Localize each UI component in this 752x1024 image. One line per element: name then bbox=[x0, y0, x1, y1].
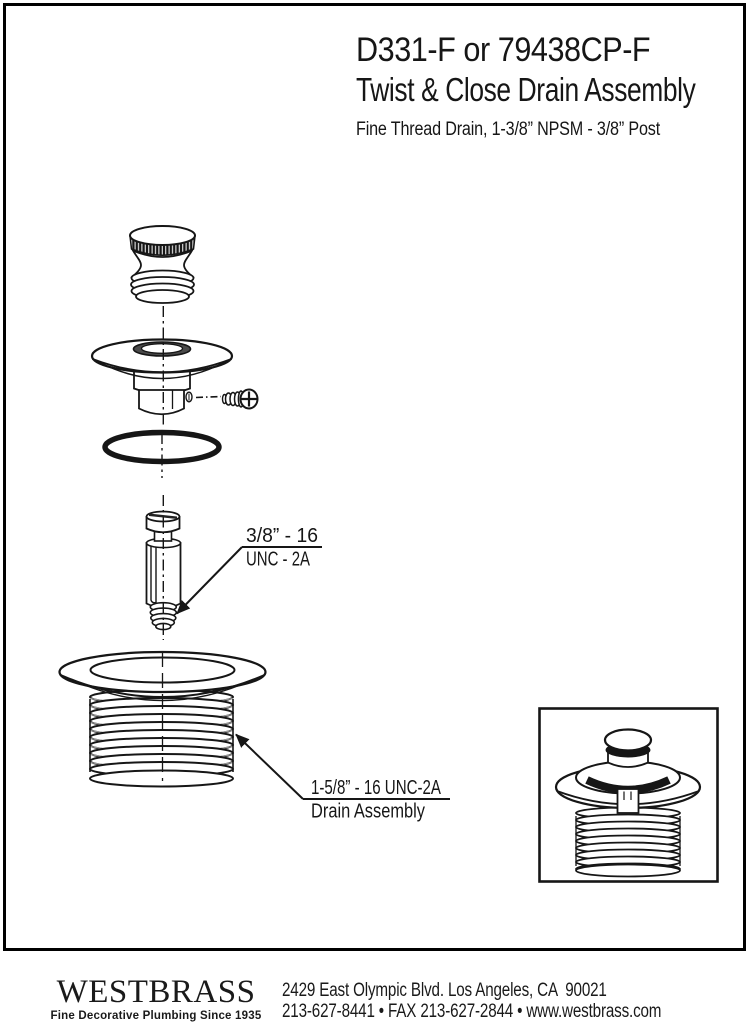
brand-tagline: Fine Decorative Plumbing Since 1935 bbox=[50, 1010, 262, 1022]
callout-drain-assembly: 1-5/8” - 16 UNC-2A Drain Assembly bbox=[235, 733, 450, 823]
leader-arrow bbox=[176, 546, 243, 615]
drain-body-part bbox=[58, 650, 267, 788]
phone-fax-website: 213-627-8441 • FAX 213-627-2844 • www.we… bbox=[282, 1001, 662, 1022]
callout-drain-line1: 1-5/8” - 16 UNC-2A bbox=[311, 776, 441, 799]
setscrew-part bbox=[221, 388, 259, 410]
post-head-slot bbox=[149, 513, 177, 519]
drain-threads bbox=[89, 769, 234, 788]
brand-name: WESTBRASS bbox=[56, 974, 256, 1010]
title-block: D331-F or 79438CP-F Twist & Close Drain … bbox=[356, 31, 752, 141]
contact-block: 2429 East Olympic Blvd. Los Angeles, CA … bbox=[282, 980, 752, 1022]
callout-drain-line2: Drain Assembly bbox=[311, 800, 426, 823]
product-name: Twist & Close Drain Assembly bbox=[356, 71, 696, 108]
phillips-cross-icon bbox=[241, 391, 257, 407]
leader-arrow bbox=[235, 733, 304, 800]
brand-logo: WESTBRASS Fine Decorative Plumbing Since… bbox=[50, 974, 262, 1023]
inset-threads bbox=[575, 863, 681, 878]
street-address: 2429 East Olympic Blvd. Los Angeles, CA … bbox=[282, 980, 607, 1001]
stopper-cap-part bbox=[129, 225, 196, 304]
post-channel bbox=[150, 546, 157, 604]
model-numbers: D331-F or 79438CP-F bbox=[356, 31, 651, 69]
screw-axis-line bbox=[195, 395, 222, 399]
cap-threads bbox=[135, 289, 190, 304]
spec-subtitle: Fine Thread Drain, 1-3/8” NPSM - 3/8” Po… bbox=[356, 119, 661, 140]
cap-top bbox=[129, 225, 196, 246]
inset-cap-top bbox=[603, 728, 653, 752]
assembled-view-inset bbox=[538, 707, 719, 883]
callout-post-thread: 3/8” - 16 UNC - 2A bbox=[176, 525, 322, 615]
centerlines bbox=[161, 306, 164, 781]
callout-post-line2: UNC - 2A bbox=[246, 549, 310, 571]
flange-hub-lower bbox=[138, 389, 185, 416]
callout-post-line1: 3/8” - 16 bbox=[246, 525, 318, 547]
flange-part bbox=[90, 338, 234, 416]
inset-post bbox=[616, 788, 640, 814]
